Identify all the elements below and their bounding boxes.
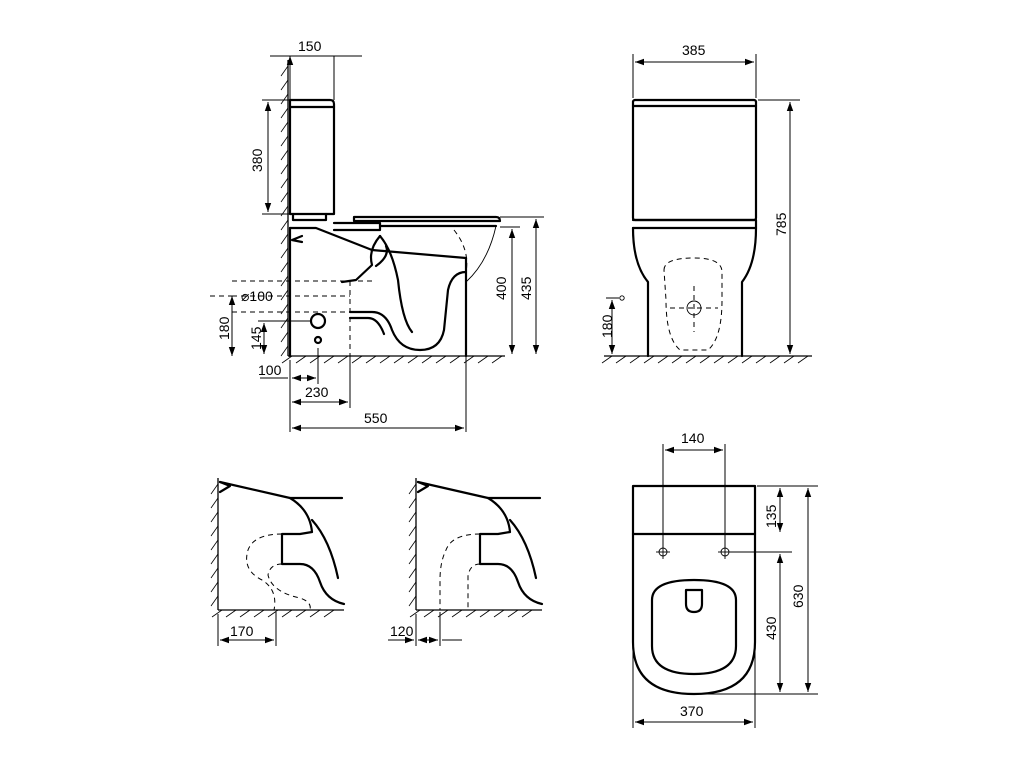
dim-detail-right-offset: 120	[390, 623, 414, 639]
dim-tank-height: 380	[249, 148, 265, 172]
dim-seat-height: 400	[493, 276, 509, 300]
dim-outlet-height: 145	[248, 326, 264, 350]
dim-tank-depth: 150	[298, 38, 322, 54]
dim-inlet-height: 180	[216, 316, 232, 340]
dim-bolt-spacing: 140	[681, 430, 705, 446]
detail-right-wall-hatch	[408, 483, 417, 607]
front-floor-hatch	[601, 355, 809, 364]
detail-left-wall-hatch	[210, 483, 219, 607]
front-tank	[631, 98, 758, 222]
side-tank	[288, 98, 336, 216]
dim-detail-left-offset: 170	[230, 623, 254, 639]
side-view-dimensions: 150 380 ⌀100 180 145 100 230 550 400 435	[216, 38, 544, 432]
dim-rim-height: 435	[518, 276, 534, 300]
side-wall-hatch	[280, 65, 289, 357]
dim-front-height: 785	[773, 212, 789, 236]
detail-right-dimensions: 120	[388, 612, 462, 646]
top-view-dimensions: 140 135 430 630 370	[632, 430, 818, 728]
dim-bowl-length: 430	[763, 616, 779, 640]
detail-left-floor-hatch	[211, 609, 335, 618]
detail-right-view	[408, 478, 544, 618]
dim-pipe-diameter: ⌀100	[241, 288, 273, 304]
detail-left-view	[210, 478, 346, 618]
detail-right-floor-hatch	[409, 609, 533, 618]
dim-total-length: 630	[790, 584, 806, 608]
dim-top-width: 370	[680, 703, 704, 719]
dim-outlet-offset: 230	[305, 384, 329, 400]
top-view	[631, 484, 757, 696]
dim-inlet-offset: 100	[258, 362, 282, 378]
dim-total-depth: 550	[364, 410, 388, 426]
dim-front-width: 385	[682, 42, 706, 58]
dim-top-tank-depth: 135	[763, 504, 779, 528]
dim-front-inlet-height: 180	[599, 314, 615, 338]
front-view-dimensions: 385 785 180	[599, 42, 800, 354]
side-view	[210, 60, 505, 364]
detail-left-dimensions: 170	[217, 612, 277, 646]
side-floor-hatch	[281, 355, 503, 364]
front-view	[601, 98, 812, 364]
